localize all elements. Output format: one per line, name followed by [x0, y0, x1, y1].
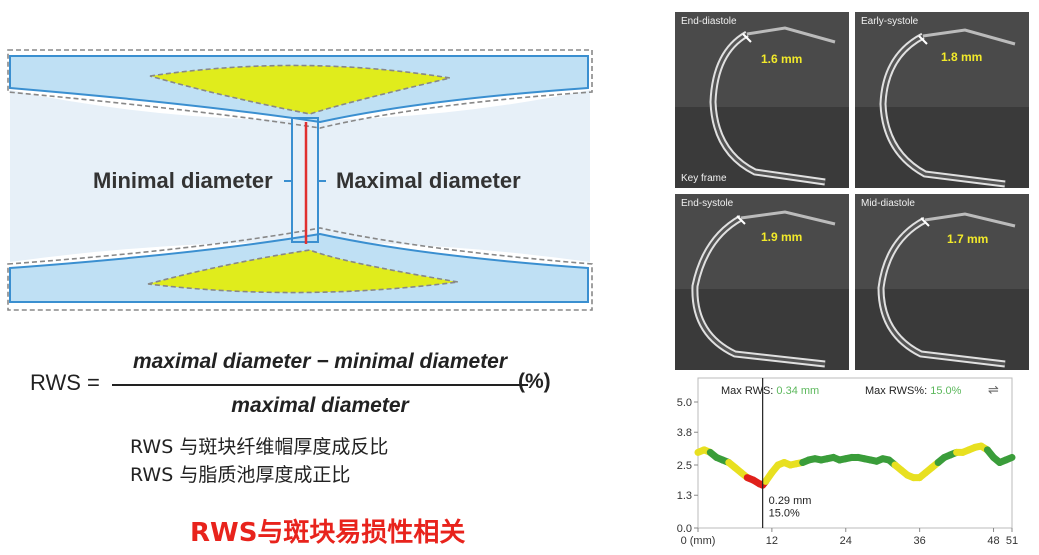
bottom-plaque	[147, 249, 459, 294]
bottom-wall-outline	[7, 227, 593, 311]
marker-pct: 15.0%	[769, 508, 800, 520]
headline: RWS与斑块易损性相关	[190, 518, 466, 548]
note-fibrous-cap: RWS 与斑块纤维帽厚度成反比	[130, 436, 389, 458]
minimal-diameter-label: Minimal diameter	[93, 168, 273, 193]
x-tick-label: 24	[840, 535, 852, 547]
x-tick-label: 0 (mm)	[681, 535, 716, 547]
formula-numerator: maximal diameter − minimal diameter	[132, 350, 508, 373]
panel-label: Mid-diastole	[861, 198, 915, 209]
chart-series	[694, 442, 1016, 489]
x-tick-label: 51	[1006, 535, 1018, 547]
x-tick-label: 48	[987, 535, 999, 547]
lumen-background	[10, 90, 590, 262]
angio-panel-early-systole: Early-systole 1.8 mm	[855, 12, 1029, 188]
vessel-image	[675, 26, 849, 188]
panel-measurement: 1.9 mm	[761, 230, 803, 244]
top-wall-outline	[7, 49, 593, 129]
y-tick-label: 1.3	[677, 490, 692, 502]
swap-arrows-icon[interactable]: ⇌	[988, 382, 999, 397]
vessel-image	[855, 28, 1029, 188]
angio-panel-end-diastole: End-diastole 1.6 mm Key frame	[675, 12, 849, 188]
y-tick-label: 2.5	[677, 460, 692, 472]
series-segment	[1002, 453, 1016, 464]
angio-panel-end-systole: End-systole 1.9 mm	[675, 194, 849, 370]
angio-panel-mid-diastole: Mid-diastole 1.7 mm	[855, 194, 1029, 370]
vessel-image	[675, 210, 849, 370]
formula-lhs: RWS =	[30, 370, 100, 395]
panel-measurement: 1.8 mm	[941, 50, 983, 64]
panel-label: End-systole	[681, 198, 734, 209]
y-tick-label: 5.0	[677, 397, 692, 409]
rws-formula: RWS = maximal diameter − minimal diamete…	[30, 342, 590, 422]
marker-value: 0.29 mm	[769, 495, 812, 507]
x-tick-label: 36	[914, 535, 926, 547]
vessel-diagram	[7, 49, 593, 311]
note-lipid-pool: RWS 与脂质池厚度成正比	[130, 464, 351, 486]
y-tick-label: 0.0	[677, 523, 692, 535]
top-plaque	[149, 64, 451, 115]
panel-label: Early-systole	[861, 16, 919, 27]
panel-measurement: 1.6 mm	[761, 52, 803, 66]
formula-denominator: maximal diameter	[231, 394, 409, 417]
panel-measurement: 1.7 mm	[947, 232, 989, 246]
vessel-image	[855, 212, 1029, 370]
formula-unit: (%)	[518, 370, 551, 393]
max-rws-label: Max RWS: 0.34 mm	[721, 385, 819, 397]
maximal-diameter-label: Maximal diameter	[336, 168, 521, 193]
max-rws-pct-label: Max RWS%: 15.0%	[865, 385, 962, 397]
panel-label: End-diastole	[681, 16, 737, 27]
y-tick-label: 3.8	[677, 427, 692, 439]
key-frame-label: Key frame	[681, 173, 727, 184]
x-tick-label: 12	[766, 535, 778, 547]
fraction-line	[112, 384, 528, 386]
